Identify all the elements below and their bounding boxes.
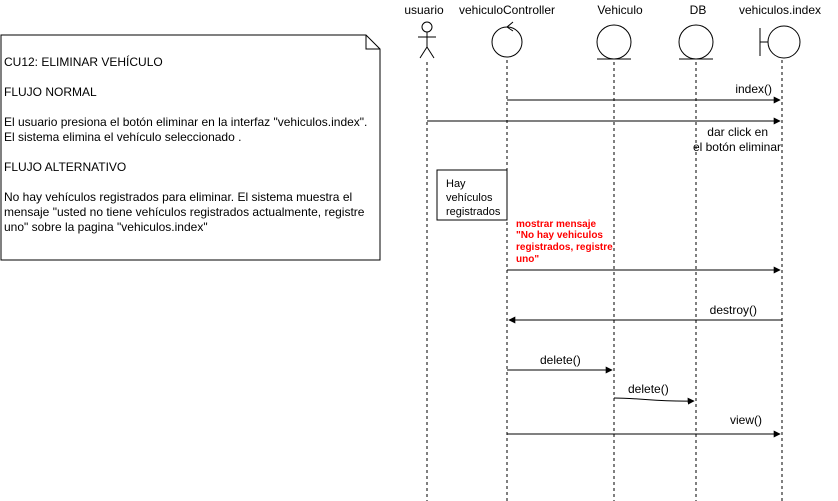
message-click-label-1: dar click en (707, 125, 768, 139)
note-normal-text-2: El sistema elimina el vehículo seleccion… (4, 130, 242, 144)
note-normal-heading: FLUJO NORMAL (4, 85, 97, 99)
note-title: CU12: ELIMINAR VEHÍCULO (4, 55, 163, 69)
actor-icon (418, 21, 436, 59)
message-view-label: view() (730, 413, 762, 427)
message-delete-2-arrow (613, 397, 695, 405)
lifeline-label-vehiculo: Vehiculo (597, 3, 643, 17)
lifeline-label-controller: vehiculoController (459, 3, 555, 17)
alert-text-3: registrados, registre (516, 242, 613, 253)
message-index-label: index() (735, 82, 772, 96)
alert-text-4: uno" (516, 254, 539, 265)
note-text: CU12: ELIMINAR VEHÍCULO FLUJO NORMAL El … (4, 55, 374, 235)
message-delete-1-label: delete() (540, 353, 581, 367)
alert-text-2: "No hay vehiculos (516, 230, 603, 241)
note-alt-text: No hay vehículos registrados para elimin… (4, 190, 365, 234)
message-click-label-2: el botón eliminar (693, 140, 781, 154)
fragment-guard: Hay vehículos registrados (446, 177, 508, 219)
control-icon (491, 21, 523, 58)
note-box (0, 34, 381, 261)
alert-text-1: mostrar mensaje (516, 219, 596, 230)
note-fold (365, 35, 380, 50)
fragment-box (436, 169, 508, 221)
lifeline-label-db: DB (690, 3, 707, 17)
note-alt-heading: FLUJO ALTERNATIVO (4, 160, 127, 174)
note-normal-text-1: El usuario presiona el botón eliminar en… (4, 115, 368, 129)
entity-icon-db (678, 24, 714, 60)
entity-icon-vehiculo (596, 24, 632, 60)
fragment-guard-1: Hay (446, 178, 466, 190)
lifeline-label-usuario: usuario (404, 3, 444, 17)
message-destroy-label: destroy() (710, 303, 757, 317)
message-delete-2-label: delete() (628, 382, 669, 396)
lifeline-label-view: vehiculos.index (739, 3, 821, 17)
boundary-icon (759, 25, 801, 59)
fragment-guard-2: vehículos (446, 192, 493, 204)
fragment-guard-3: registrados (446, 206, 501, 218)
